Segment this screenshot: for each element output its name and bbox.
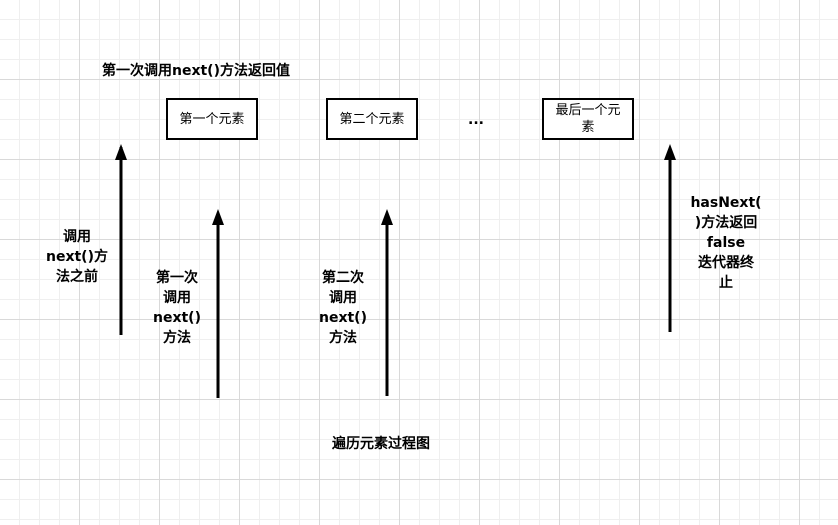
label-first-line-3: next() bbox=[153, 310, 201, 326]
label-before-line-1: 调用 bbox=[63, 229, 91, 245]
label-second-line-4: 方法 bbox=[329, 330, 357, 346]
label-before-line-2: next()方 bbox=[46, 249, 108, 265]
arrow-first-head bbox=[212, 209, 224, 225]
label-end-line-5: 止 bbox=[719, 275, 733, 291]
label-first-line-2: 调用 bbox=[163, 290, 191, 306]
element-box-last: 最后一个元素 bbox=[542, 98, 634, 140]
label-end-line-4: 迭代器终 bbox=[698, 255, 754, 271]
element-box-last-label: 最后一个元素 bbox=[555, 103, 621, 135]
diagram-caption: 遍历元素过程图 bbox=[332, 436, 430, 452]
label-before-call: 调用 next()方 法之前 bbox=[36, 227, 118, 287]
label-end-line-2: )方法返回 bbox=[694, 215, 758, 231]
label-before-line-3: 法之前 bbox=[56, 269, 98, 285]
label-first-call: 第一次 调用 next() 方法 bbox=[138, 268, 216, 348]
label-first-line-1: 第一次 bbox=[156, 270, 198, 286]
element-box-second: 第二个元素 bbox=[326, 98, 418, 140]
arrow-second-head bbox=[381, 209, 393, 225]
element-box-first: 第一个元素 bbox=[166, 98, 258, 140]
diagram-title: 第一次调用next()方法返回值 bbox=[102, 63, 290, 79]
label-second-line-3: next() bbox=[319, 310, 367, 326]
element-box-second-label: 第二个元素 bbox=[339, 111, 405, 127]
label-end-line-1: hasNext( bbox=[690, 195, 762, 211]
label-end-line-3: false bbox=[706, 235, 746, 251]
label-first-line-4: 方法 bbox=[163, 330, 191, 346]
arrow-end-head bbox=[664, 144, 676, 160]
element-box-first-label: 第一个元素 bbox=[179, 111, 245, 127]
label-second-call: 第二次 调用 next() 方法 bbox=[304, 268, 382, 348]
label-second-line-2: 调用 bbox=[329, 290, 357, 306]
label-iteration-end: hasNext( )方法返回 false 迭代器终 止 bbox=[680, 193, 772, 293]
label-second-line-1: 第二次 bbox=[322, 270, 364, 286]
ellipsis: ... bbox=[468, 112, 484, 128]
arrow-before-head bbox=[115, 144, 127, 160]
